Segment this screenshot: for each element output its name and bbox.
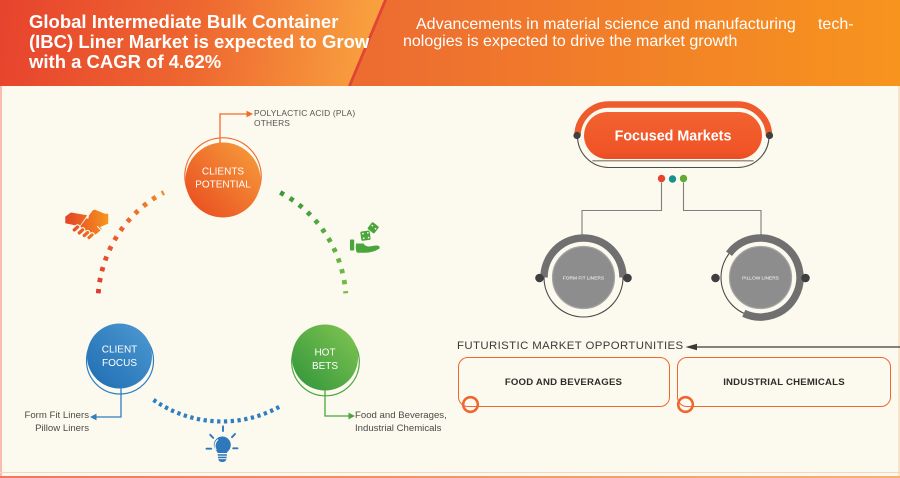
svg-text:Focused Markets: Focused Markets	[615, 129, 732, 145]
svg-text:FORM FIT LINERS: FORM FIT LINERS	[563, 276, 604, 282]
svg-text:PILLOW LINERS: PILLOW LINERS	[742, 276, 779, 282]
svg-text:BETS: BETS	[312, 361, 338, 372]
svg-text:CLIENTS: CLIENTS	[202, 167, 245, 178]
svg-text:HOT: HOT	[314, 348, 335, 359]
svg-text:FOCUS: FOCUS	[102, 358, 137, 369]
svg-text:CLIENT: CLIENT	[102, 345, 138, 356]
svg-text:POTENTIAL: POTENTIAL	[195, 180, 251, 191]
